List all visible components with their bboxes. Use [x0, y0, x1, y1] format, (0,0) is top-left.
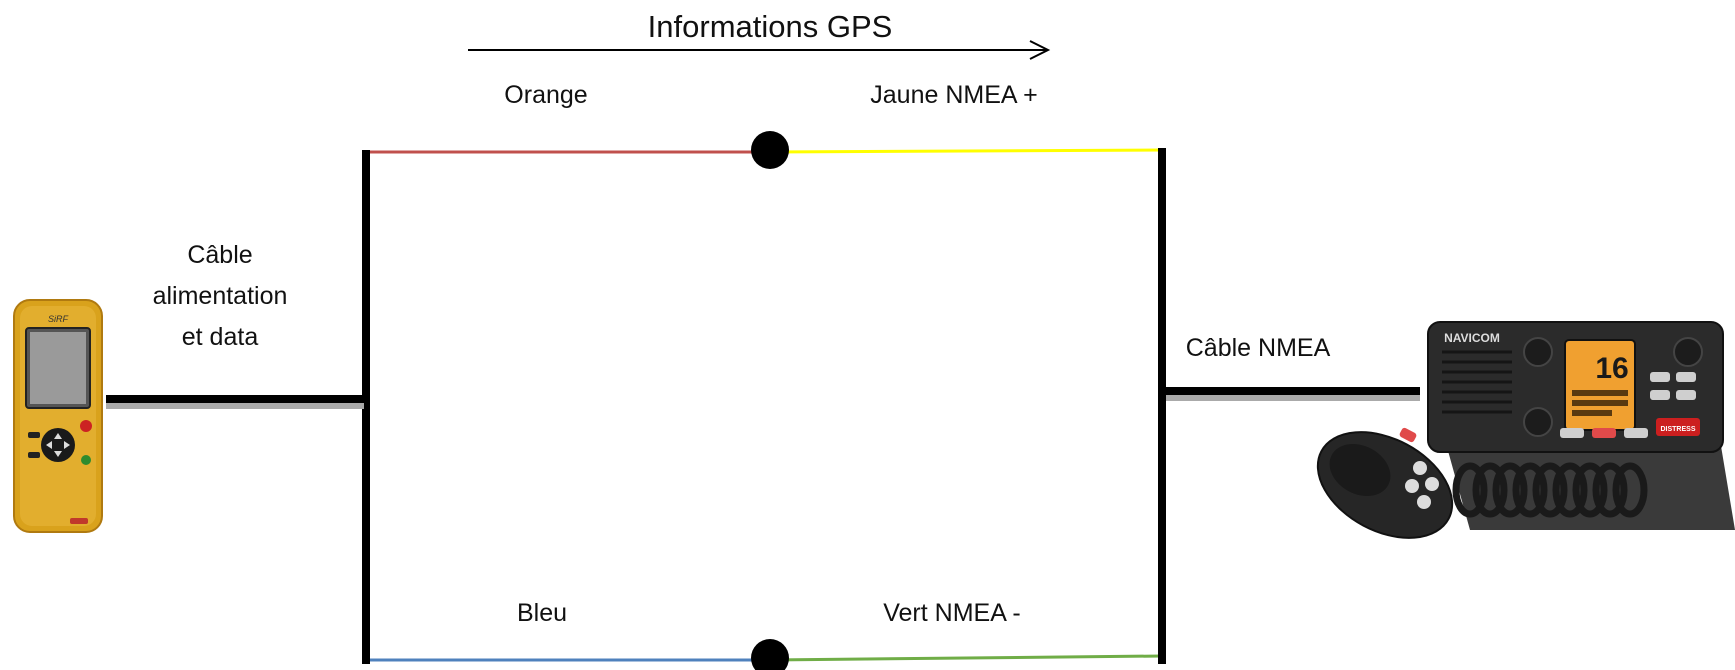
- wire-vert: [769, 654, 1163, 662]
- channel-knob-icon: [1673, 337, 1703, 367]
- distress-button-text: DISTRESS: [1660, 426, 1695, 433]
- wire-label-jaune: Jaune NMEA +: [870, 81, 1037, 109]
- cable-left-label-line2: alimentation: [153, 282, 288, 310]
- cable-right: [1166, 387, 1420, 401]
- wire-label-orange: Orange: [504, 81, 587, 109]
- cable-left-label-line3: et data: [182, 323, 259, 351]
- junction-bottom: [751, 639, 789, 670]
- gps-device-image: SiRF: [13, 299, 103, 533]
- gps-dpad-icon: [41, 428, 75, 462]
- volume-knob-icon: [1523, 337, 1553, 367]
- distress-button-icon: [1656, 418, 1700, 436]
- diagram-title: Informations GPS: [648, 9, 893, 44]
- microphone-icon: [1316, 427, 1454, 539]
- direction-arrow: [468, 40, 1051, 60]
- cable-left-label-line1: Câble: [187, 241, 252, 269]
- speaker-grille: [1442, 350, 1512, 414]
- gps-brand-text: SiRF: [48, 314, 69, 324]
- coiled-cord: [1452, 462, 1648, 518]
- wire-jaune: [769, 148, 1163, 154]
- wire-label-vert: Vert NMEA -: [883, 599, 1021, 627]
- wire-label-bleu: Bleu: [517, 599, 567, 627]
- squelch-knob-icon: [1523, 407, 1553, 437]
- junction-top: [751, 131, 789, 169]
- radio-channel-text: 16: [1595, 352, 1628, 385]
- vhf-radio-image: NAVICOM 16 DISTRESS: [1316, 321, 1735, 539]
- bus-left: [362, 150, 370, 664]
- cable-right-label: Câble NMEA: [1186, 334, 1331, 362]
- cable-left: [106, 395, 364, 409]
- radio-brand-text: NAVICOM: [1444, 331, 1500, 345]
- bus-right: [1158, 148, 1166, 664]
